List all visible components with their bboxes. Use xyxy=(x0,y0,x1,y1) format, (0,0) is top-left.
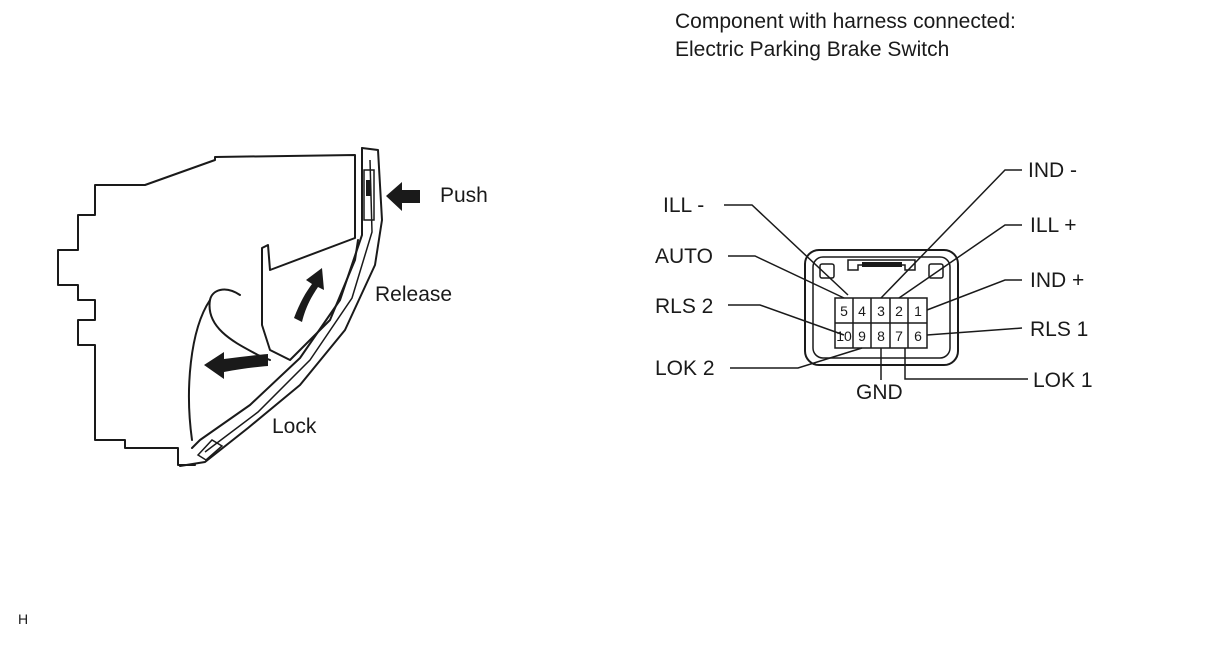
leader-auto xyxy=(728,255,845,299)
terminal-lok1: LOK 1 xyxy=(1033,369,1093,392)
push-button-mark xyxy=(366,180,371,196)
connector-guide-left xyxy=(819,263,835,279)
leader-rls1 xyxy=(926,327,1023,336)
pin-label: 2 xyxy=(895,303,903,319)
title-line-2: Electric Parking Brake Switch xyxy=(675,38,949,61)
connector-lock-bar xyxy=(862,262,902,267)
leader-ill-plus xyxy=(898,224,1022,299)
pin-label: 9 xyxy=(858,328,866,344)
terminal-ill-plus: ILL + xyxy=(1030,214,1077,237)
switch-knob-outer xyxy=(179,147,383,467)
connector-guide-right xyxy=(928,263,944,279)
switch-left-curve xyxy=(188,299,211,441)
pin-label: 3 xyxy=(877,303,885,319)
lock-label: Lock xyxy=(272,415,317,438)
push-arrow-icon xyxy=(386,182,420,211)
terminal-auto: AUTO xyxy=(655,245,713,268)
terminal-lok2: LOK 2 xyxy=(655,357,715,380)
pin-label: 8 xyxy=(877,328,885,344)
switch-inner-cavity xyxy=(208,288,271,361)
title-line-1: Component with harness connected: xyxy=(675,10,1016,33)
switch-knob-edge xyxy=(204,159,373,453)
pin-label: 6 xyxy=(914,328,922,344)
leader-ind-minus xyxy=(880,169,1022,299)
footer-code: H xyxy=(18,611,28,627)
pin-label: 7 xyxy=(895,328,903,344)
pin-label: 5 xyxy=(840,303,848,319)
pin-label: 4 xyxy=(858,303,866,319)
release-label: Release xyxy=(375,283,452,306)
leader-rls2 xyxy=(728,304,845,336)
leader-ill-minus xyxy=(724,204,849,296)
lock-arrow-icon xyxy=(204,352,268,379)
leader-lok2 xyxy=(730,347,863,369)
leader-lines xyxy=(724,169,1028,380)
terminal-rls2: RLS 2 xyxy=(655,295,713,318)
terminal-gnd: GND xyxy=(856,381,903,404)
leader-lok1 xyxy=(904,348,1028,380)
terminal-rls1: RLS 1 xyxy=(1030,318,1088,341)
push-button xyxy=(363,169,375,221)
switch-side-view: Push Release Lock xyxy=(57,147,488,467)
push-label: Push xyxy=(440,184,488,207)
release-arrow-icon xyxy=(294,268,324,322)
pin-label: 10 xyxy=(836,328,852,344)
terminal-ill-minus: ILL - xyxy=(663,194,704,217)
connector: 5 4 3 2 1 10 9 8 7 6 ILL - AUTO RLS 2 LO… xyxy=(655,159,1093,404)
switch-bottom-slot xyxy=(196,439,224,461)
pin-label: 1 xyxy=(914,303,922,319)
switch-knob-inner xyxy=(191,147,363,449)
leader-ind-plus xyxy=(926,279,1022,311)
terminal-ind-minus: IND - xyxy=(1028,159,1077,182)
terminal-ind-plus: IND + xyxy=(1030,269,1084,292)
